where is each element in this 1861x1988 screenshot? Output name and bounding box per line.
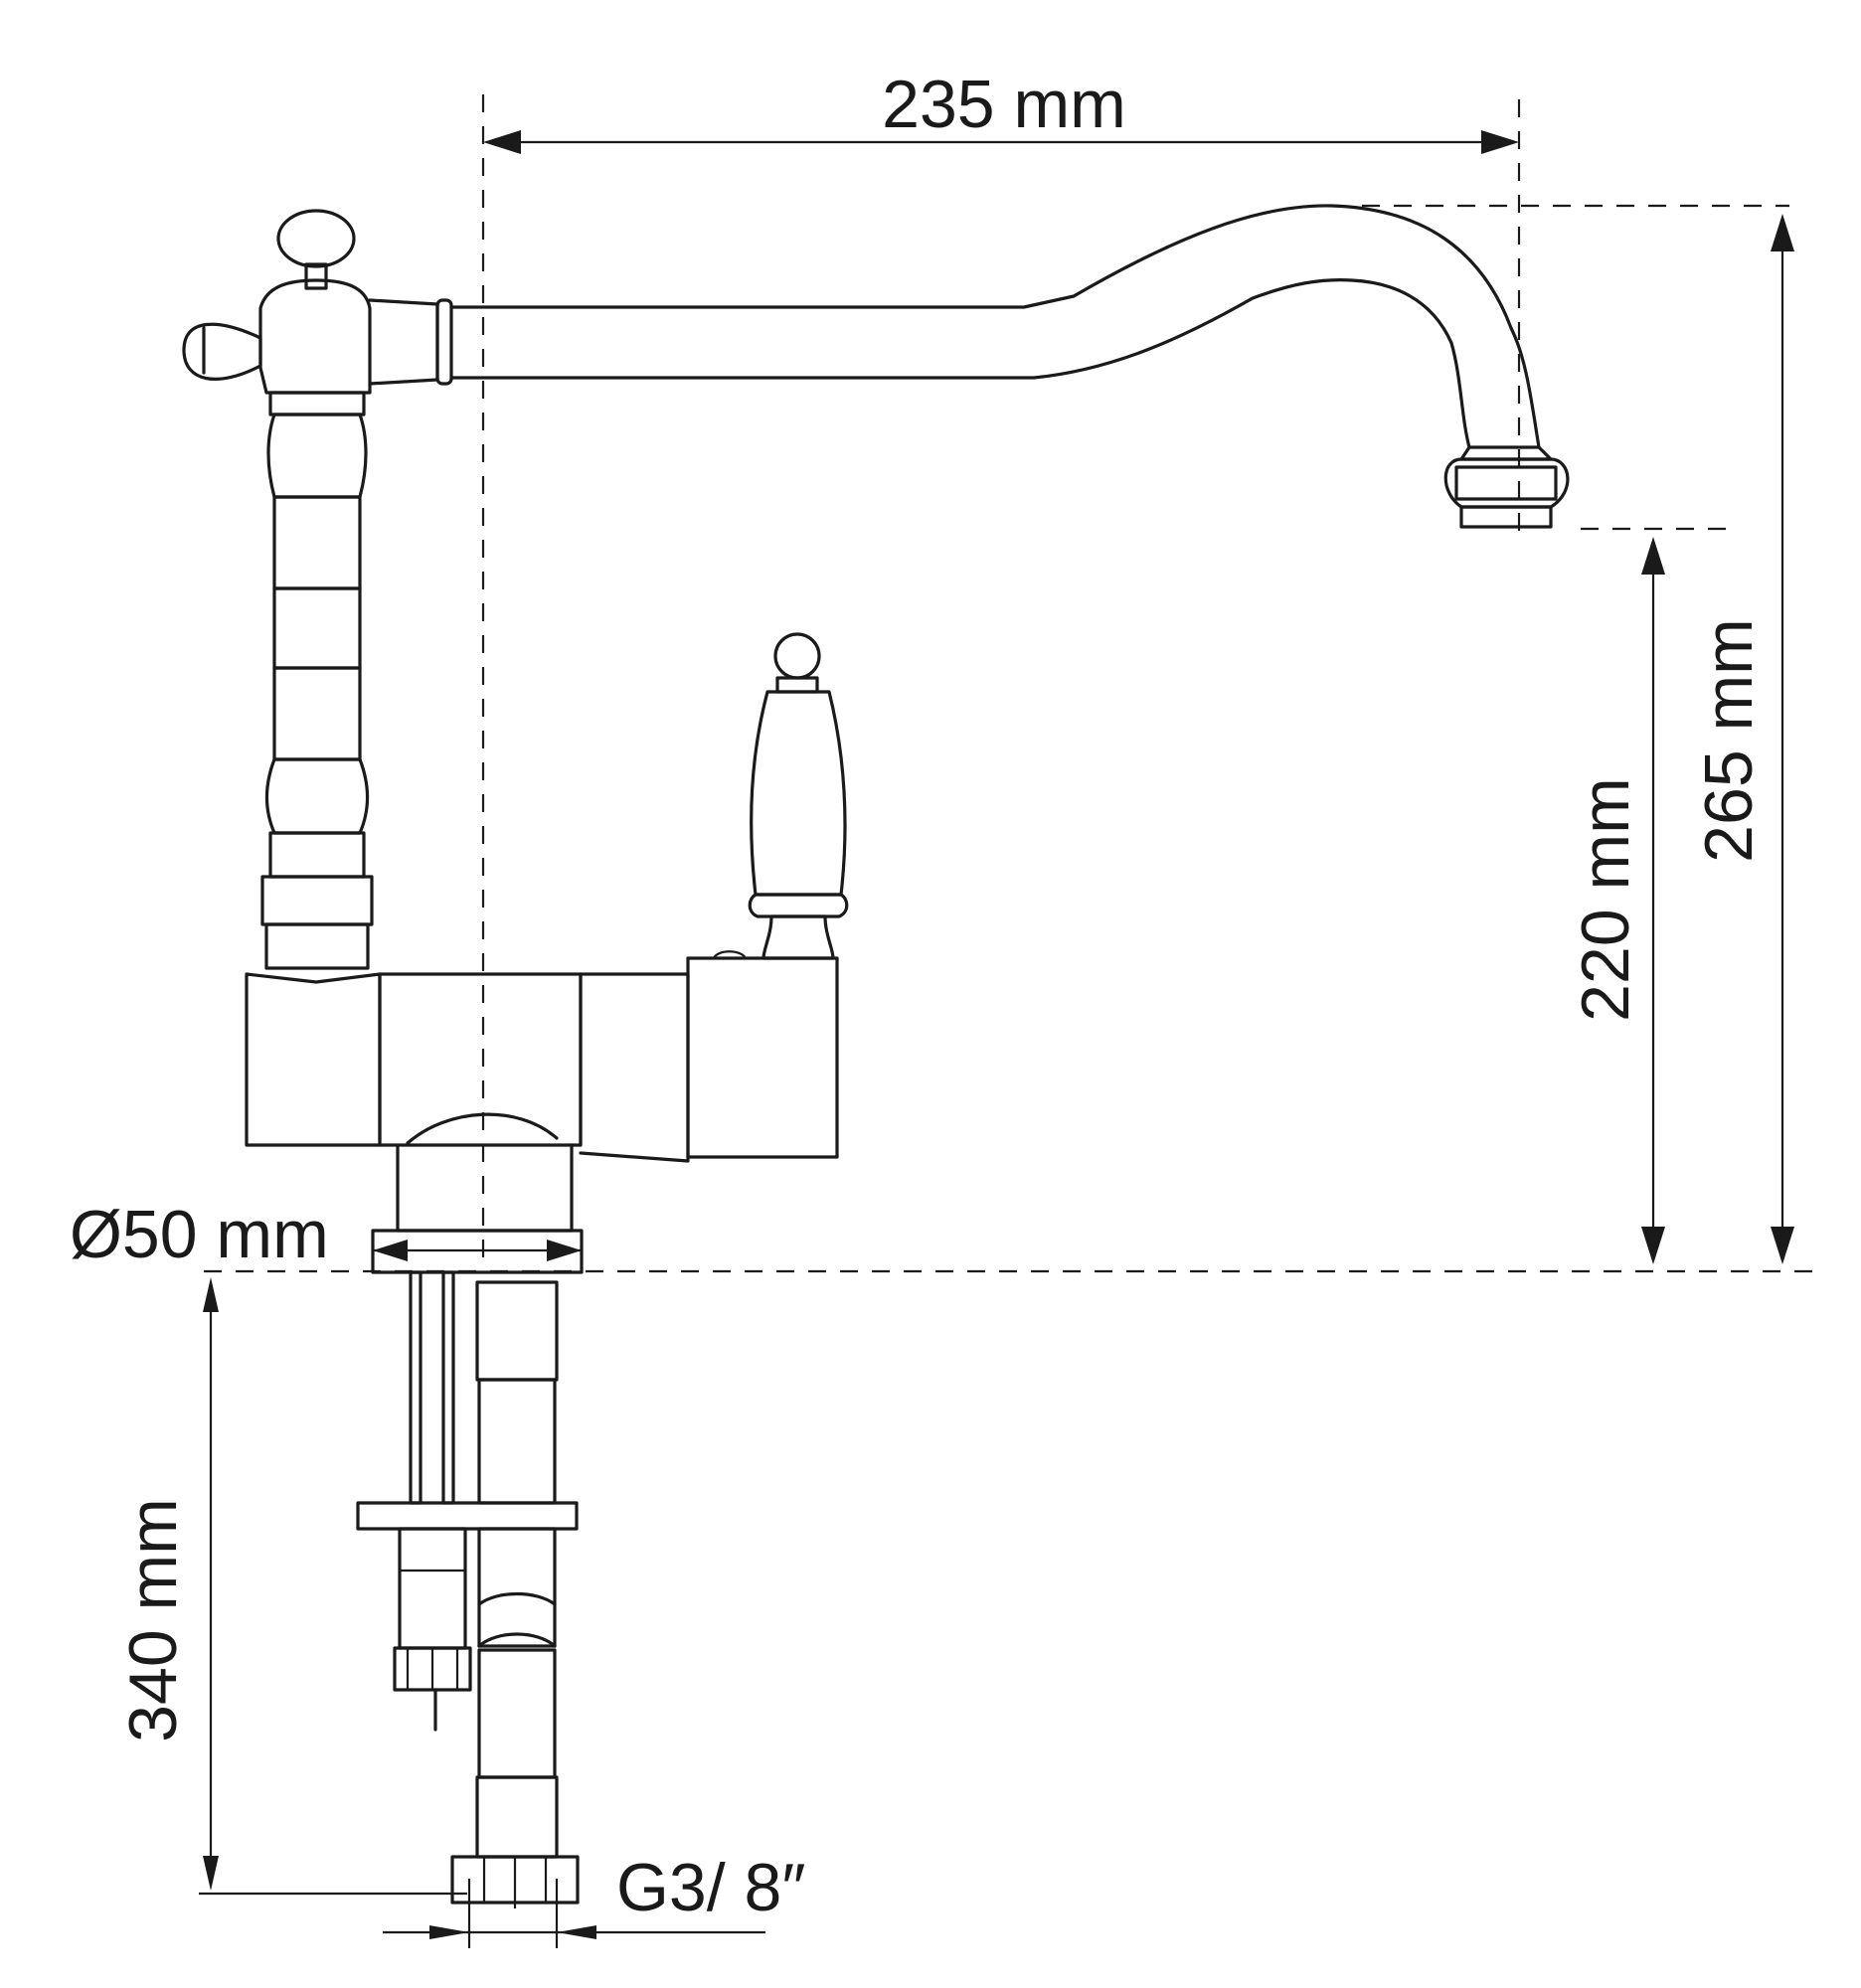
hose-length-label: 340 mm bbox=[115, 1498, 191, 1742]
spout-reach-label: 235 mm bbox=[882, 67, 1126, 142]
base-diameter-label: Ø50 mm bbox=[70, 1197, 329, 1272]
connection-thread-label: G3/ 8″ bbox=[616, 1850, 805, 1925]
faucet-outline bbox=[182, 204, 1570, 1908]
spout-height-label: 220 mm bbox=[1568, 777, 1643, 1022]
dimension-labels: 235 mm 265 mm 220 mm Ø50 mm 340 mm G3/ 8… bbox=[70, 67, 1767, 1925]
dimension-lines bbox=[199, 94, 1819, 1948]
total-height-label: 265 mm bbox=[1691, 618, 1767, 863]
